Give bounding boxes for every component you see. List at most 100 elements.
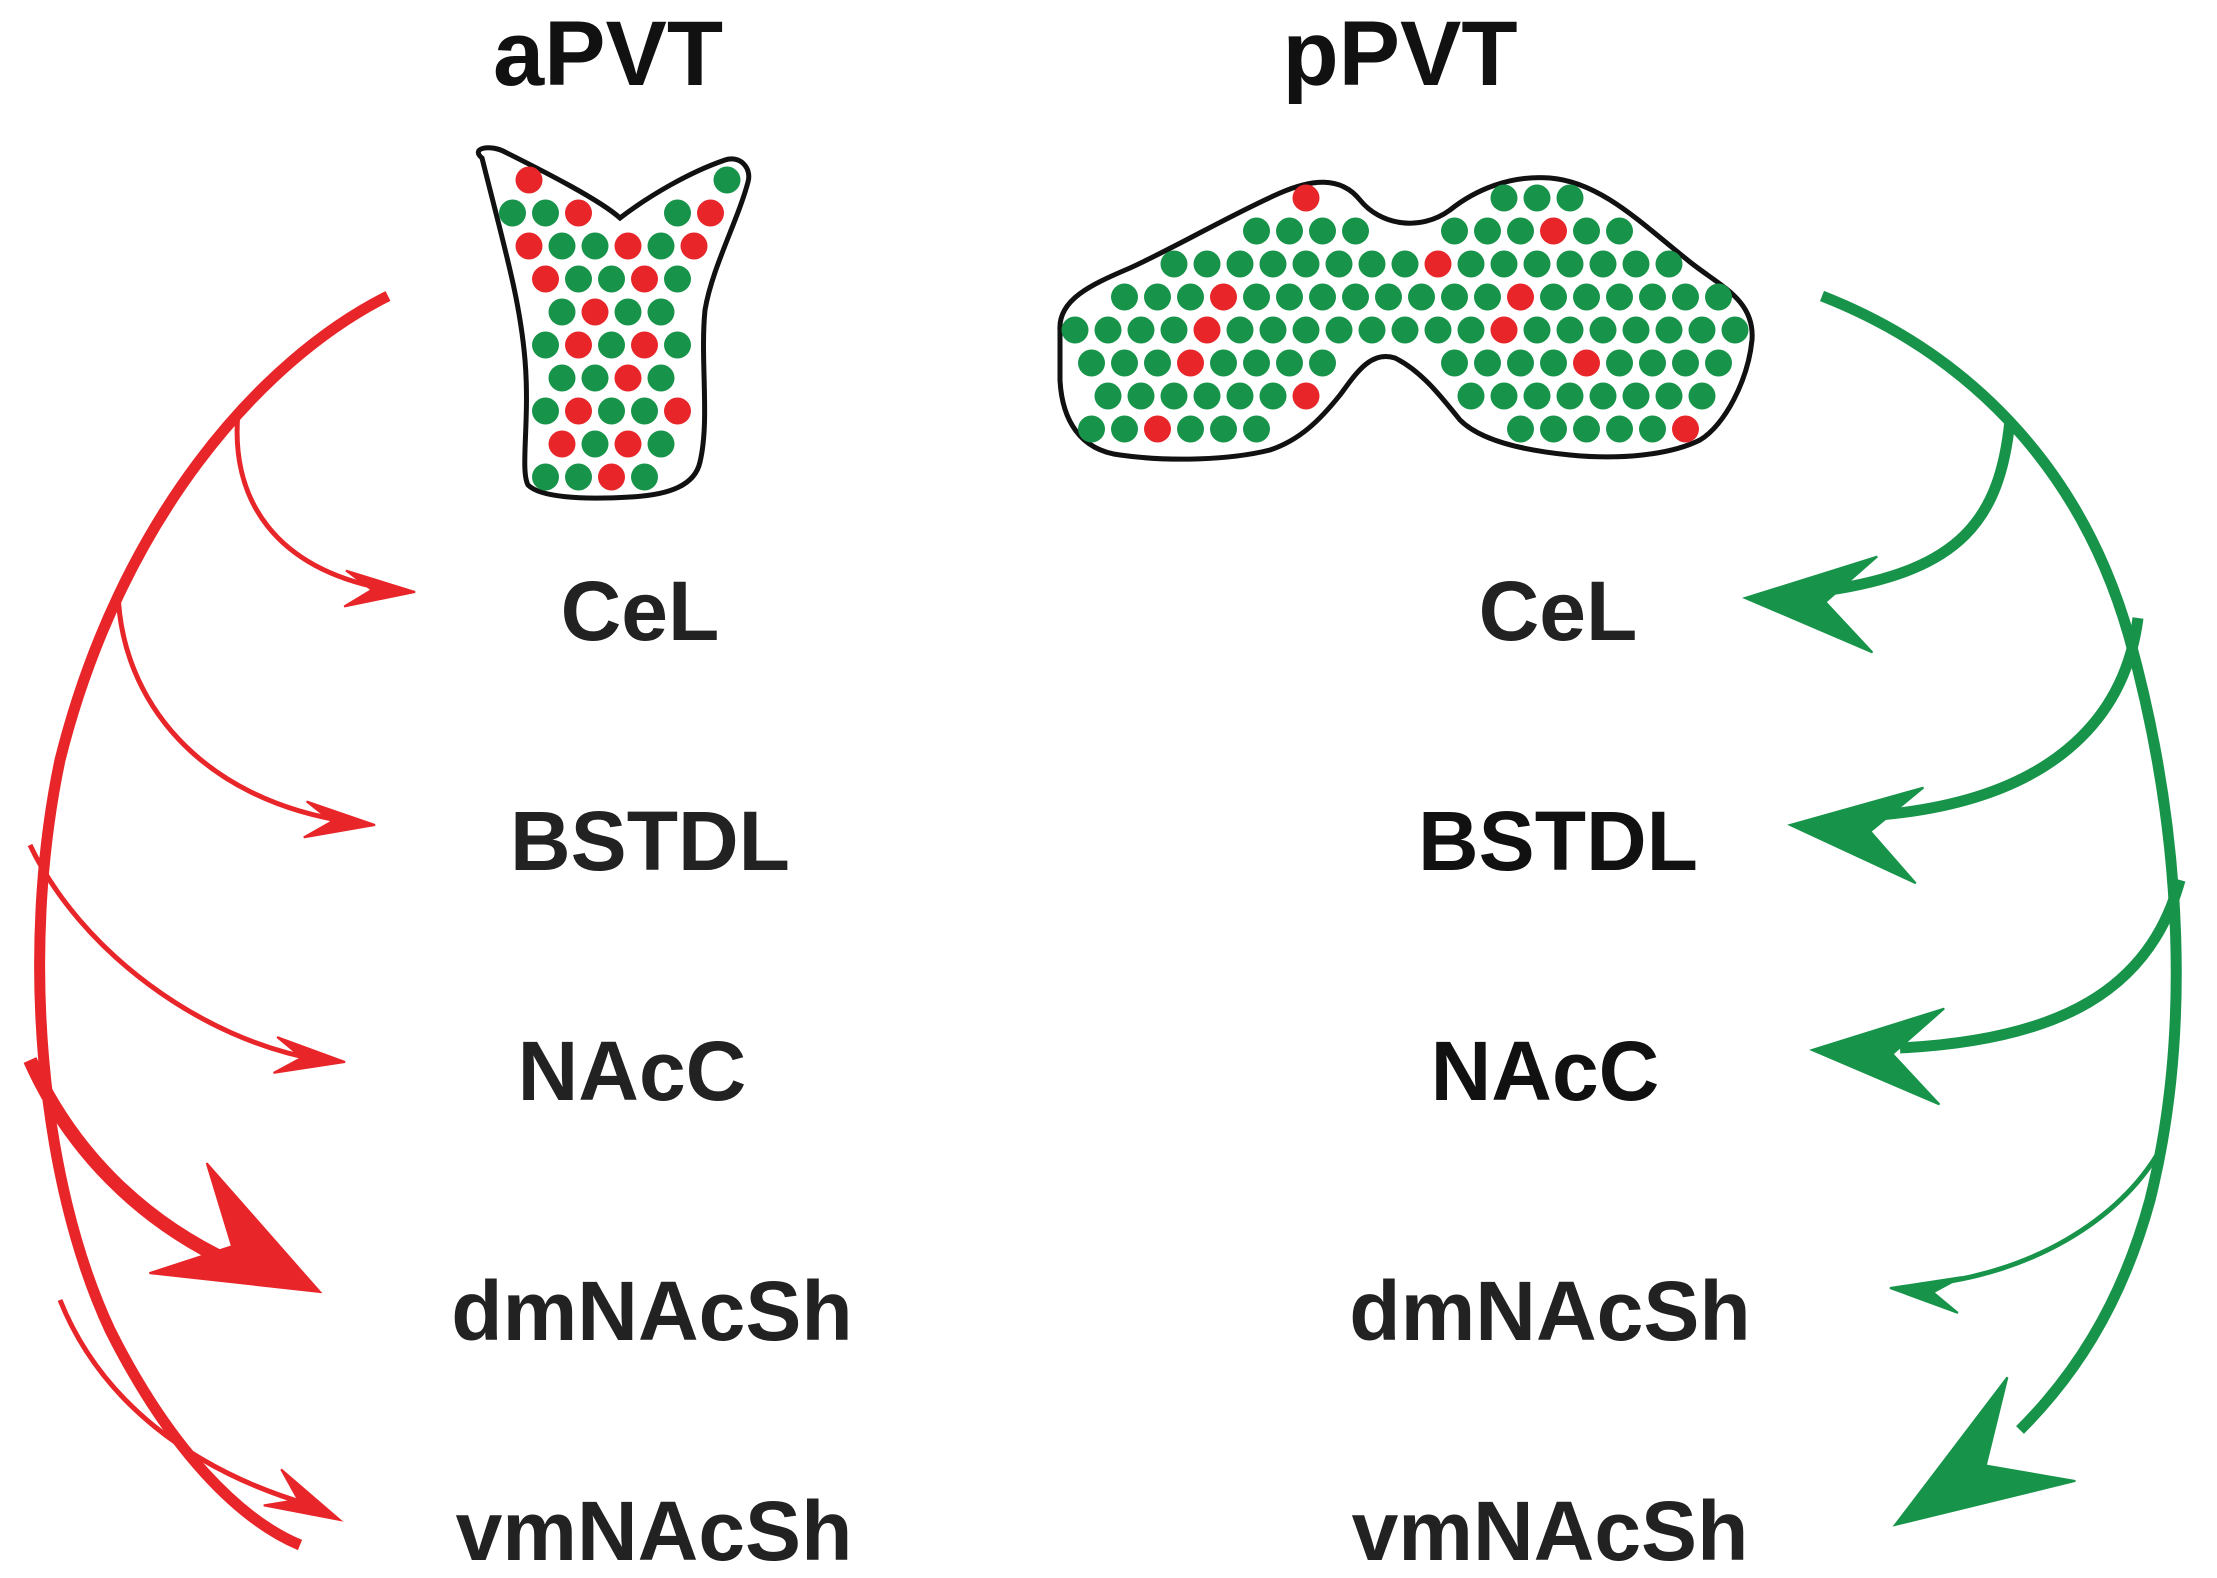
right-target-bstdl: BSTDL xyxy=(1418,794,1698,888)
apvt-arrowhead-bstdl xyxy=(303,800,376,839)
apvt-branch-dmnacsh xyxy=(23,1057,233,1269)
green-neuron-dot xyxy=(1391,250,1419,278)
red-neuron-dot xyxy=(1210,283,1237,311)
green-neuron-dot xyxy=(1391,316,1419,344)
red-neuron-dot xyxy=(1507,283,1534,311)
green-neuron-dot xyxy=(1540,349,1567,377)
green-neuron-dot xyxy=(1243,415,1270,443)
green-neuron-dot xyxy=(1408,283,1435,311)
red-neuron-dot xyxy=(631,265,658,293)
left-target-nacc: NAcC xyxy=(518,1024,747,1118)
green-neuron-dot xyxy=(1655,250,1683,278)
left-target-bstdl: BSTDL xyxy=(510,794,790,888)
green-neuron-dot xyxy=(1276,217,1303,245)
green-neuron-dot xyxy=(1523,316,1551,344)
green-neuron-dot xyxy=(1589,382,1617,410)
green-neuron-dot xyxy=(1688,382,1716,410)
green-neuron-dot xyxy=(1556,250,1584,278)
red-neuron-dot xyxy=(680,232,708,260)
ppvt-branch-cel xyxy=(1829,419,2016,596)
green-neuron-dot xyxy=(1688,316,1716,344)
green-neuron-dot xyxy=(1193,382,1221,410)
green-neuron-dot xyxy=(1606,283,1633,311)
green-neuron-dot xyxy=(1094,316,1122,344)
green-neuron-dot xyxy=(1325,250,1353,278)
green-neuron-dot xyxy=(1622,316,1650,344)
red-neuron-dot xyxy=(515,232,543,260)
red-neuron-dot xyxy=(581,298,609,326)
green-neuron-dot xyxy=(1507,415,1534,443)
left-target-vmnacsh: vmNAcSh xyxy=(456,1484,853,1573)
green-neuron-dot xyxy=(1309,283,1336,311)
green-neuron-dot xyxy=(1342,283,1369,311)
green-neuron-dot xyxy=(1721,316,1749,344)
red-neuron-dot xyxy=(1292,184,1320,212)
left-target-dmnacsh: dmNAcSh xyxy=(451,1264,852,1358)
green-neuron-dot xyxy=(1127,382,1155,410)
green-neuron-dot xyxy=(598,265,625,293)
ppvt-branch-bstdl xyxy=(1879,617,2144,821)
green-neuron-dot xyxy=(1705,283,1732,311)
ppvt-target-labels: CeL BSTDL NAcC dmNAcSh vmNAcSh xyxy=(1349,564,1750,1578)
apvt-branch-cel xyxy=(234,411,391,593)
ppvt-title: pPVT xyxy=(1282,3,1517,105)
green-neuron-dot xyxy=(614,298,642,326)
green-neuron-dot xyxy=(1655,382,1683,410)
green-neuron-dot xyxy=(1358,250,1386,278)
right-target-dmnacsh: dmNAcSh xyxy=(1349,1264,1750,1358)
green-neuron-dot xyxy=(647,364,675,392)
green-neuron-dot xyxy=(1226,316,1254,344)
ppvt-arrowhead-bstdl xyxy=(1787,786,1925,885)
apvt-projection-arrows xyxy=(23,291,416,1551)
green-neuron-dot xyxy=(1226,250,1254,278)
ppvt-trunk xyxy=(1819,290,2182,1434)
green-neuron-dot xyxy=(1160,250,1188,278)
green-neuron-dot xyxy=(548,298,576,326)
red-neuron-dot xyxy=(565,331,592,359)
green-neuron-dot xyxy=(565,265,592,293)
green-neuron-dot xyxy=(1474,217,1501,245)
green-neuron-dot xyxy=(664,331,691,359)
green-neuron-dot xyxy=(1358,316,1386,344)
red-neuron-dot xyxy=(1144,415,1171,443)
ppvt-projection-arrows xyxy=(1742,290,2186,1527)
apvt-arrowhead-cel xyxy=(343,569,416,608)
red-neuron-dot xyxy=(614,430,642,458)
green-neuron-dot xyxy=(1292,316,1320,344)
green-neuron-dot xyxy=(1573,283,1600,311)
green-neuron-dot xyxy=(1259,250,1287,278)
green-neuron-dot xyxy=(1259,316,1287,344)
green-neuron-dot xyxy=(1507,217,1534,245)
red-neuron-dot xyxy=(548,430,576,458)
green-neuron-dot xyxy=(1243,349,1270,377)
right-target-nacc: NAcC xyxy=(1431,1024,1660,1118)
apvt-branch-nacc xyxy=(27,843,321,1063)
green-neuron-dot xyxy=(647,232,675,260)
apvt-branch-bstdl xyxy=(115,589,351,825)
ppvt-arrowhead-dmnacsh xyxy=(1889,1276,1962,1314)
red-neuron-dot xyxy=(1177,349,1204,377)
green-neuron-dot xyxy=(1127,316,1155,344)
green-neuron-dot xyxy=(1276,283,1303,311)
green-neuron-dot xyxy=(1523,250,1551,278)
green-neuron-dot xyxy=(1606,349,1633,377)
red-neuron-dot xyxy=(1424,250,1452,278)
green-neuron-dot xyxy=(1441,283,1468,311)
green-neuron-dot xyxy=(1078,349,1105,377)
apvt-neuron-dots xyxy=(499,166,741,491)
red-neuron-dot xyxy=(1573,349,1600,377)
green-neuron-dot xyxy=(1441,349,1468,377)
green-neuron-dot xyxy=(1177,415,1204,443)
green-neuron-dot xyxy=(713,166,741,194)
green-neuron-dot xyxy=(1457,316,1485,344)
red-neuron-dot xyxy=(1490,316,1518,344)
green-neuron-dot xyxy=(1556,316,1584,344)
green-neuron-dot xyxy=(1589,250,1617,278)
red-neuron-dot xyxy=(1540,217,1567,245)
green-neuron-dot xyxy=(532,199,559,227)
green-neuron-dot xyxy=(1210,415,1237,443)
green-neuron-dot xyxy=(1441,217,1468,245)
green-neuron-dot xyxy=(1243,283,1270,311)
green-neuron-dot xyxy=(1111,283,1138,311)
